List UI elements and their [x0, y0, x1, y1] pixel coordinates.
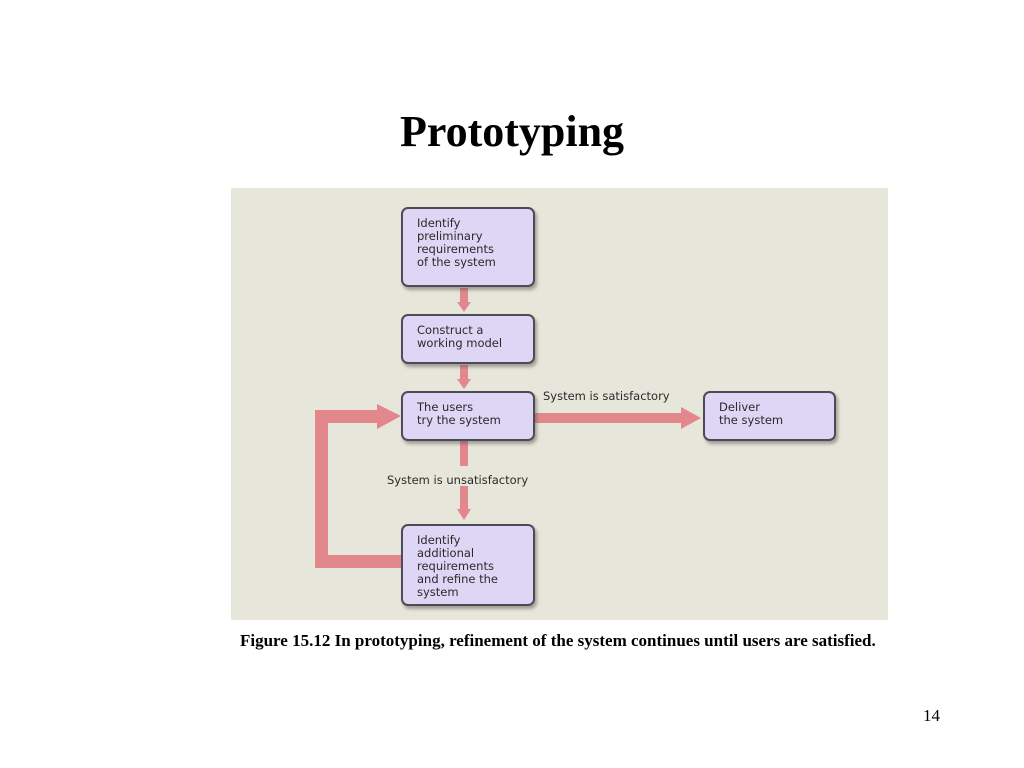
box-identify-additional-requirements: Identify additional requirements and ref… — [401, 524, 535, 606]
page-number: 14 — [923, 706, 940, 725]
arrow-to-construct-head — [457, 302, 471, 312]
figure-caption: Figure 15.12 In prototyping, refinement … — [240, 631, 876, 650]
arrow-to-users-try — [460, 365, 468, 380]
flowchart-figure: Identify preliminary requirements of the… — [231, 188, 888, 620]
arrow-satisfactory-head — [681, 407, 701, 429]
box-construct-working-model: Construct a working model — [401, 314, 535, 364]
label-system-satisfactory: System is satisfactory — [543, 389, 670, 403]
box-identify-preliminary-requirements: Identify preliminary requirements of the… — [401, 207, 535, 287]
box-deliver-system: Deliver the system — [703, 391, 836, 441]
arrow-satisfactory — [535, 413, 683, 423]
label-system-unsatisfactory: System is unsatisfactory — [387, 473, 529, 487]
arrow-unsatisfactory-head — [457, 509, 471, 520]
arrow-to-construct — [460, 288, 468, 303]
slide-title: Prototyping — [399, 107, 625, 156]
loop-arrow-bottom — [315, 555, 403, 568]
loop-arrow-head — [377, 404, 401, 429]
arrow-to-users-try-head — [457, 379, 471, 389]
loop-arrow-top — [315, 410, 379, 423]
loop-arrow-vertical — [315, 410, 328, 568]
flowchart-arrows — [315, 288, 701, 568]
box-users-try-system: The users try the system — [401, 391, 535, 441]
arrow-unsatisfactory-lower — [460, 486, 468, 510]
arrow-unsatisfactory-upper — [460, 441, 468, 466]
